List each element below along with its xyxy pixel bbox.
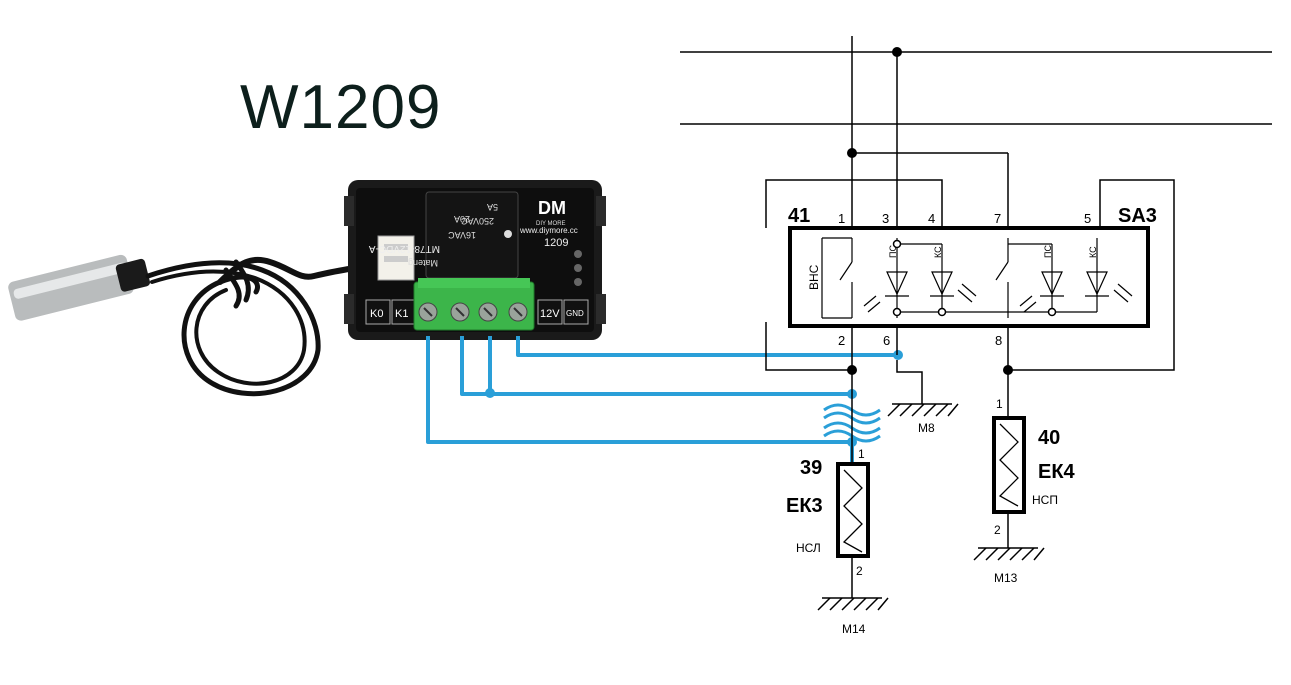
relay-line-4: 20A bbox=[454, 214, 470, 224]
ek3-pin-bottom: 2 bbox=[856, 564, 863, 578]
pin-top-5: 5 bbox=[1084, 211, 1091, 226]
led-label-3: ПС bbox=[1043, 245, 1053, 258]
diagram-title: W1209 bbox=[240, 73, 442, 142]
ek4-ground: М13 bbox=[994, 571, 1018, 585]
brand-logo: DM bbox=[538, 198, 566, 218]
heater-ek4 bbox=[992, 416, 1026, 514]
brand-sub: DIY MORE bbox=[536, 221, 566, 227]
switch-side-label: ВНС bbox=[807, 264, 821, 290]
heater-ek3 bbox=[836, 462, 870, 558]
pin-top-7: 7 bbox=[994, 211, 1001, 226]
ek3-pin-top: 1 bbox=[858, 447, 865, 461]
ground-symbols bbox=[817, 403, 1045, 611]
pin-bottom-2: 2 bbox=[838, 333, 845, 348]
relay-line-2: 250VAC bbox=[461, 216, 494, 226]
temperature-probe bbox=[8, 254, 151, 321]
label-k0: K0 bbox=[370, 308, 383, 320]
relay-line-6: Mateng bbox=[408, 258, 438, 268]
label-12v: 12V bbox=[540, 308, 560, 320]
led-label-1: ПС bbox=[888, 245, 898, 258]
ek4-code: НСП bbox=[1032, 493, 1058, 507]
relay-line-3: 16VAC bbox=[448, 230, 476, 240]
blue-wires bbox=[426, 336, 898, 462]
ek4-pin-bottom: 2 bbox=[994, 523, 1001, 537]
wire-k1 bbox=[460, 336, 852, 396]
schematic bbox=[680, 36, 1272, 599]
switch-ref-num: 41 bbox=[788, 205, 810, 227]
relay: 5A 250VAC 16VAC 20A MT78-12VDC-A Mateng bbox=[369, 191, 519, 279]
pin-top-3: 3 bbox=[882, 211, 889, 226]
ground-m8: М8 bbox=[918, 421, 935, 435]
w1209-module: 5A 250VAC 16VAC 20A MT78-12VDC-A Mateng … bbox=[344, 180, 606, 340]
ek4-name: ЕК4 bbox=[1038, 461, 1076, 483]
terminal-block bbox=[413, 278, 535, 331]
switch-internals bbox=[821, 237, 1133, 319]
ek4-pin-top: 1 bbox=[996, 397, 1003, 411]
pin-bottom-6: 6 bbox=[883, 333, 890, 348]
pin-top-1: 1 bbox=[838, 211, 845, 226]
ek3-num: 39 bbox=[800, 457, 822, 479]
label-gnd: GND bbox=[566, 309, 584, 318]
ek3-ground: М14 bbox=[842, 622, 866, 636]
relay-line-1: 5A bbox=[487, 202, 498, 212]
led-label-2: КС bbox=[933, 246, 943, 258]
relay-line-5: MT78-12VDC-A bbox=[369, 243, 440, 254]
ek3-code: НСЛ bbox=[796, 541, 821, 555]
pin-top-4: 4 bbox=[928, 211, 935, 226]
ek3-name: ЕК3 bbox=[786, 495, 823, 517]
switch-ref: SA3 bbox=[1118, 205, 1157, 227]
ek4-num: 40 bbox=[1038, 427, 1060, 449]
junctions bbox=[847, 47, 1057, 375]
label-k1: K1 bbox=[395, 308, 408, 320]
brand-website: www.diymore.cc bbox=[519, 226, 578, 235]
wire-12v bbox=[516, 336, 898, 357]
led-label-4: КС bbox=[1088, 246, 1098, 258]
pin-bottom-8: 8 bbox=[995, 333, 1002, 348]
module-model: 1209 bbox=[544, 237, 568, 249]
